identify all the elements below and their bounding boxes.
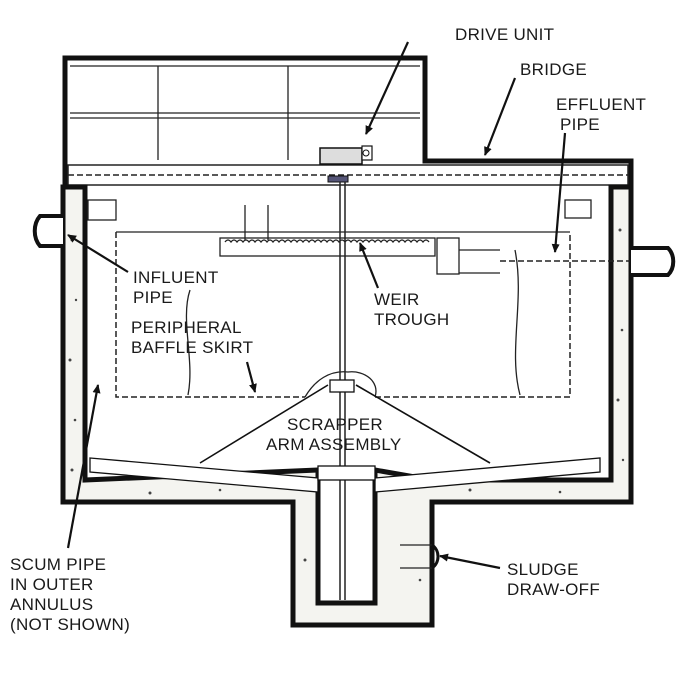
- label-baffle-line2: BAFFLE SKIRT: [131, 338, 253, 357]
- label-sludge-line1: SLUDGE: [507, 560, 579, 579]
- label-scraper-line2: ARM ASSEMBLY: [266, 435, 402, 454]
- label-influent-line2: PIPE: [133, 288, 173, 307]
- bridge-structure: [62, 55, 634, 186]
- label-baffle-line1: PERIPHERAL: [131, 318, 242, 337]
- drive-unit: [319, 145, 373, 183]
- label-scum-line4: (NOT SHOWN): [10, 615, 130, 634]
- label-scum-line1: SCUM PIPE: [10, 555, 106, 574]
- label-effluent-line2: PIPE: [560, 115, 600, 134]
- baffle-skirt: [115, 231, 571, 398]
- label-weir-line1: WEIR: [374, 290, 420, 309]
- label-scum-line2: IN OUTER: [10, 575, 94, 594]
- label-weir-line2: TROUGH: [374, 310, 449, 329]
- label-drive-unit: DRIVE UNIT: [455, 25, 554, 44]
- scraper-arm-assembly: [89, 182, 601, 600]
- label-influent-line1: INFLUENT: [133, 268, 219, 287]
- label-scum-line3: ANNULUS: [10, 595, 93, 614]
- label-bridge: BRIDGE: [520, 60, 587, 79]
- label-scraper-line1: SCRAPPER: [287, 415, 383, 434]
- leader-arrows: [66, 41, 567, 570]
- influent-pipe: [32, 199, 592, 248]
- label-sludge-line2: DRAW-OFF: [507, 580, 600, 599]
- label-effluent-line1: EFFLUENT: [556, 95, 646, 114]
- weir-trough: [219, 205, 676, 277]
